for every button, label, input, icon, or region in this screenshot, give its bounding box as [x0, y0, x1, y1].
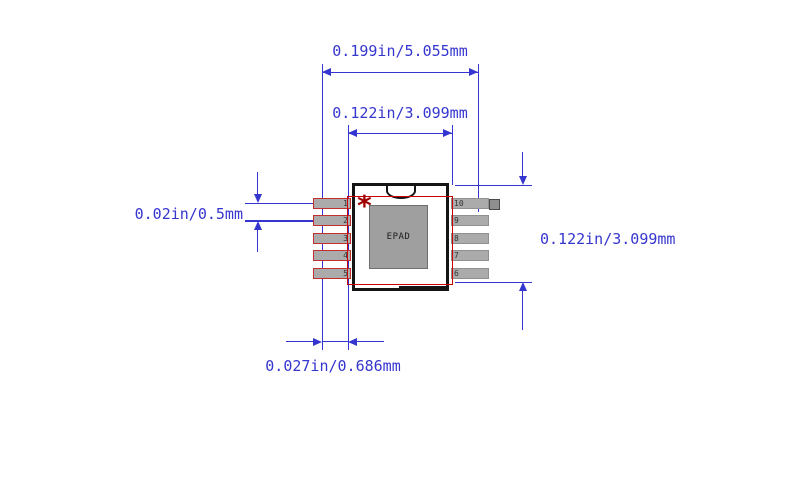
pin-pad-3: 3: [313, 233, 351, 244]
pin1-marker-asterisk: *: [356, 189, 373, 222]
arrowhead-icon: [313, 337, 322, 346]
pin-pad-5: 5: [313, 268, 351, 279]
arrowhead-icon: [469, 68, 478, 76]
ext-line-inner-right: [451, 125, 453, 185]
arrowhead-icon: [443, 129, 452, 137]
package-orientation-arc: [386, 185, 416, 199]
pin-pad-2: 2: [313, 215, 351, 226]
dim-line-inner-width: [348, 132, 452, 134]
package-bottom-edge-segment: [399, 286, 449, 289]
pin-pad-9: 9: [451, 215, 489, 226]
epad-label: EPAD: [386, 232, 411, 242]
dim-pin-pitch-label: 0.02in/0.5mm: [134, 205, 243, 223]
dim-line-outer-width: [322, 71, 478, 73]
arrowhead-icon: [348, 129, 357, 137]
epad: EPAD: [369, 205, 428, 269]
arrowhead-icon: [253, 194, 262, 203]
pin-number: 3: [343, 234, 348, 243]
height-dim-line-top: [521, 152, 523, 176]
height-ext-line-bottom: [455, 281, 532, 283]
pin-pad-6: 6: [451, 268, 489, 279]
height-dim-line-bottom: [521, 291, 523, 330]
padlen-dim-line-right: [357, 340, 384, 342]
padlen-dim-line-left: [286, 340, 313, 342]
dim-side-height-label: 0.122in/3.099mm: [540, 230, 676, 248]
padlen-dim-line-mid: [322, 340, 348, 342]
arrowhead-icon: [518, 282, 527, 291]
arrowhead-icon: [322, 68, 331, 76]
pin-number: 1: [343, 199, 348, 208]
dim-pad-length-label: 0.027in/0.686mm: [265, 357, 401, 375]
arrowhead-icon: [253, 221, 262, 230]
pitch-ext-line-bottom: [245, 220, 313, 222]
arrowhead-icon: [348, 337, 357, 346]
courtyard-outline-red: [347, 196, 453, 285]
dim-outer-width-label: 0.199in/5.055mm: [332, 42, 468, 60]
dim-inner-width-label: 0.122in/3.099mm: [332, 104, 468, 122]
arrowhead-icon: [518, 176, 527, 185]
pin-pad-1: 1: [313, 198, 351, 209]
pin-pad-7: 7: [451, 250, 489, 261]
pin-pad-4: 4: [313, 250, 351, 261]
pitch-ext-line-top: [245, 202, 313, 204]
pin-pad-8: 8: [451, 233, 489, 244]
pin-number: 4: [343, 251, 348, 260]
pin-number: 9: [454, 216, 459, 225]
pin-number: 5: [343, 269, 348, 278]
ext-line-outer-right: [477, 64, 479, 212]
pitch-dim-line-top: [256, 172, 258, 194]
pin-number: 8: [454, 234, 459, 243]
pin-number: 6: [454, 269, 459, 278]
pitch-dim-line-bottom: [256, 230, 258, 252]
pin-number: 7: [454, 251, 459, 260]
height-ext-line-top: [455, 184, 532, 186]
pin-pad-10: 10: [451, 198, 489, 209]
pin-number: 2: [343, 216, 348, 225]
pin-number: 10: [454, 199, 464, 208]
reference-pad-square: [489, 199, 500, 210]
